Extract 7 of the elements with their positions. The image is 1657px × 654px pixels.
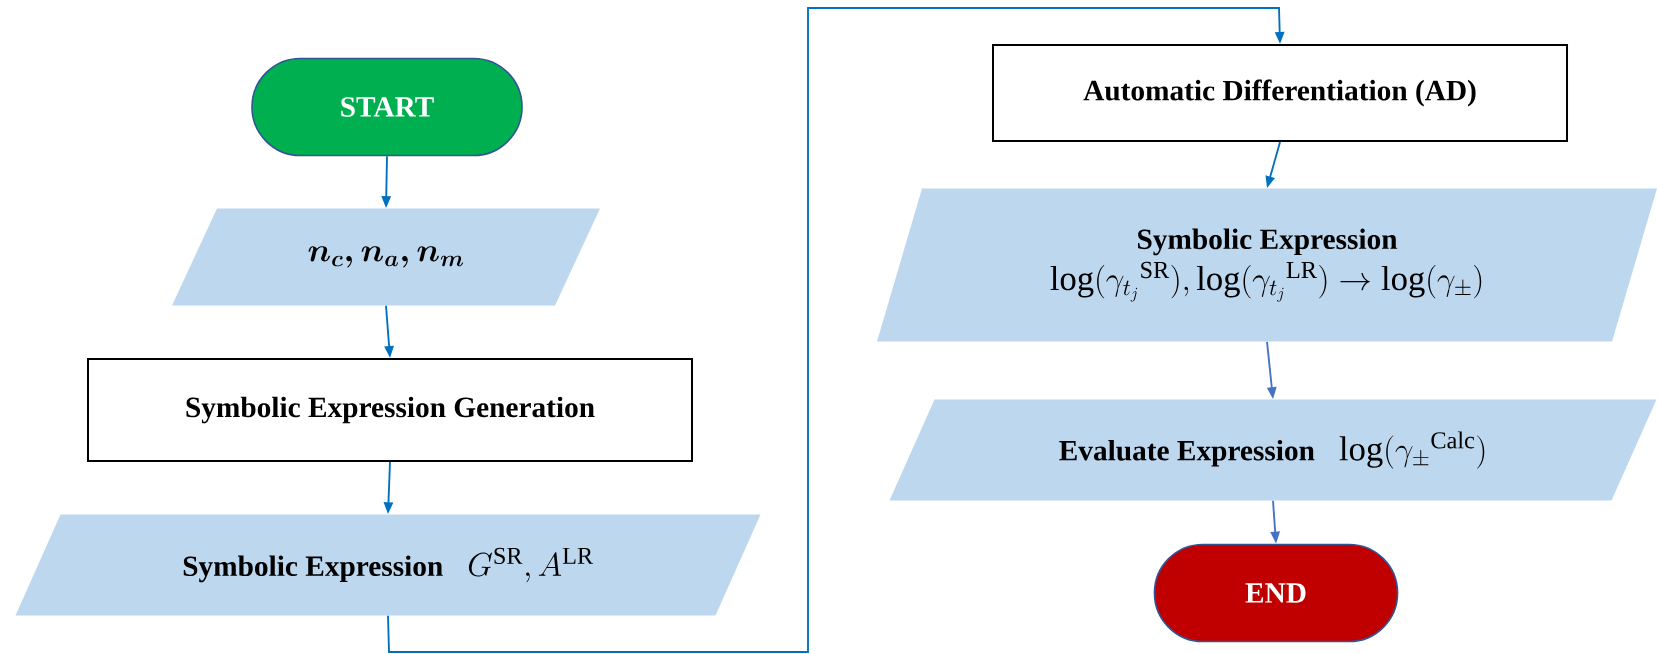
arrow	[387, 7, 1285, 653]
data-parallelogram: $\boldsymbol{n_c,n_a,n_m}$	[172, 208, 600, 306]
data-parallelogram: Symbolic Expression $\log(\gamma_{t_j}{}^{\mathrm{SR}}), \log(\gamma_{t_j}{}^{\mathrm{LR}}) \rightarrow \log(\gamma_{\pm})$	[877, 188, 1657, 342]
process-box: Automatic Differentiation (AD)	[992, 44, 1568, 142]
data-parallelogram: Evaluate Expression $\log(\gamma_{\pm}{}^{\mathrm{Calc}})$	[889, 399, 1657, 501]
process-box: Symbolic Expression Generation	[87, 358, 693, 462]
data-parallelogram: Symbolic Expression $G^{\mathrm{SR}}, A^{\mathrm{LR}}$	[15, 514, 761, 616]
